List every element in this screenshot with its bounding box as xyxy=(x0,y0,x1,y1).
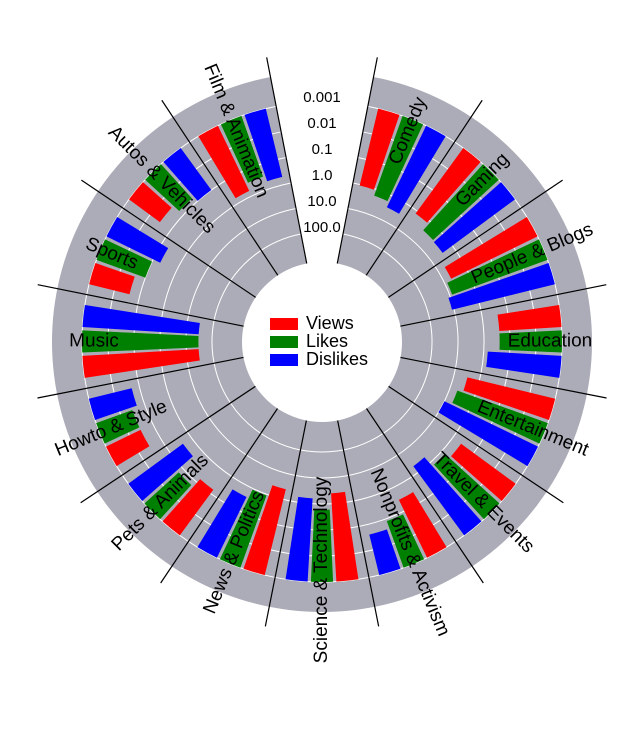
category-label: Music xyxy=(69,330,119,351)
bar-dislikes xyxy=(244,108,283,182)
bar-dislikes xyxy=(285,496,313,582)
bar-views xyxy=(451,443,516,502)
bar-likes xyxy=(386,514,425,568)
bar-likes xyxy=(96,410,140,444)
bar-views xyxy=(444,216,538,279)
sector-separator xyxy=(161,99,279,276)
legend-label-dislikes: Dislikes xyxy=(306,349,368,369)
bar-likes xyxy=(499,330,562,353)
bar-likes xyxy=(219,489,267,568)
bar-likes xyxy=(374,115,424,202)
sector-separator xyxy=(365,99,483,276)
sector-separator xyxy=(37,284,244,327)
bar-views xyxy=(398,492,447,558)
bar-views xyxy=(415,148,481,223)
radial-tick-label: 10.0 xyxy=(307,193,336,210)
sector-separator xyxy=(81,179,256,298)
bar-dislikes xyxy=(88,388,137,420)
sector-separator xyxy=(400,284,607,327)
sector-separator xyxy=(80,385,256,504)
bar-likes xyxy=(144,472,192,520)
bar-likes xyxy=(433,453,500,520)
bar-likes xyxy=(452,390,548,444)
sector-separator xyxy=(336,57,378,264)
bar-views xyxy=(497,305,562,331)
sector-separator xyxy=(337,420,380,627)
grid-ring xyxy=(185,208,459,479)
bar-dislikes xyxy=(369,529,401,576)
bar-likes xyxy=(447,239,548,295)
legend-label-likes: Likes xyxy=(306,331,348,351)
sector-separator xyxy=(37,356,244,399)
bar-views xyxy=(162,479,214,536)
bar-views xyxy=(82,349,200,378)
bar-dislikes xyxy=(438,401,539,467)
bar-likes xyxy=(220,115,264,183)
bar-views xyxy=(198,125,250,199)
bar-dislikes xyxy=(106,216,169,263)
bar-likes xyxy=(145,164,192,211)
bar-dislikes xyxy=(197,489,247,558)
bar-likes xyxy=(310,509,334,582)
legend-swatch-views xyxy=(270,318,298,330)
bar-dislikes xyxy=(82,305,200,335)
radial-tick-label: 0.001 xyxy=(303,89,341,106)
bar-dislikes xyxy=(163,148,212,201)
sector-separator xyxy=(400,356,607,399)
radial-tick-label: 1.0 xyxy=(312,167,333,184)
bar-views xyxy=(243,485,286,576)
legend-swatch-dislikes xyxy=(270,354,298,366)
bar-likes xyxy=(96,239,153,278)
sector-separator xyxy=(388,179,563,298)
sector-separator xyxy=(266,57,308,264)
bar-views xyxy=(463,377,556,420)
sector-separator xyxy=(160,408,278,584)
bar-views xyxy=(105,429,150,467)
radial-tick-label: 100.0 xyxy=(303,219,341,236)
sector-separator xyxy=(366,408,484,584)
legend-swatch-likes xyxy=(270,336,298,348)
bar-dislikes xyxy=(386,125,446,214)
sector-separator xyxy=(388,385,564,504)
bar-views xyxy=(331,491,359,582)
bar-dislikes xyxy=(128,443,193,502)
bar-likes xyxy=(82,330,199,353)
category-label: Education xyxy=(508,330,593,351)
bar-dislikes xyxy=(433,182,516,253)
bar-dislikes xyxy=(413,457,482,536)
sector-separator xyxy=(264,420,307,627)
radial-tick-label: 0.01 xyxy=(307,115,336,132)
bar-views xyxy=(89,262,135,295)
bar-views xyxy=(128,182,172,223)
bar-views xyxy=(359,108,400,190)
bar-likes xyxy=(423,164,499,241)
bar-dislikes xyxy=(448,262,555,310)
radial-tick-label: 0.1 xyxy=(312,141,333,158)
bar-dislikes xyxy=(486,351,562,378)
legend-label-views: Views xyxy=(306,313,354,333)
category-label: Science & Technology xyxy=(311,476,332,663)
grid-ring xyxy=(211,233,433,453)
